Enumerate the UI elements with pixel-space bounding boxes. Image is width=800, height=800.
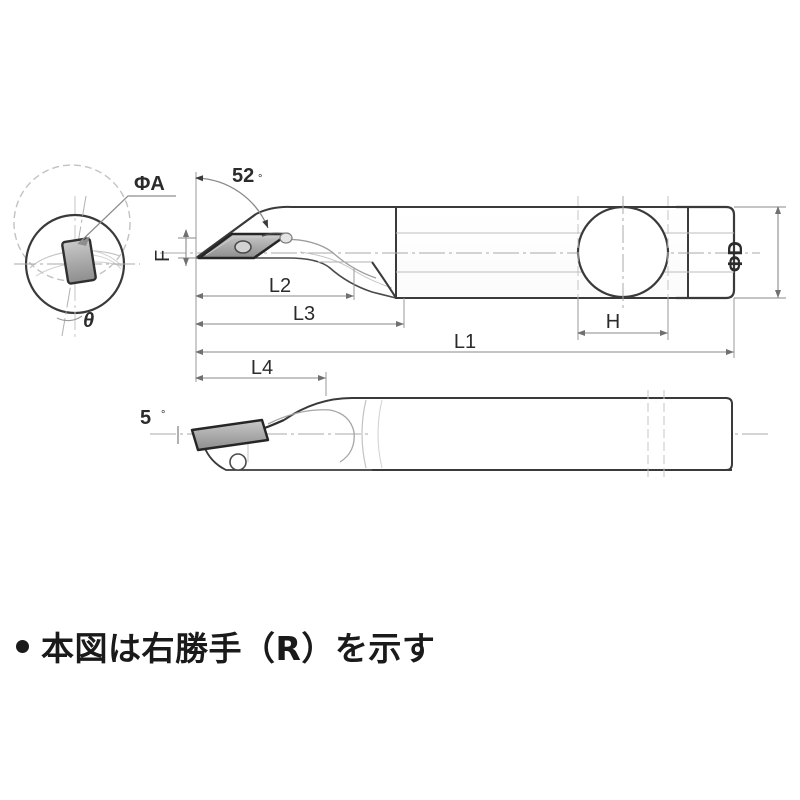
- l4-label: L4: [251, 357, 273, 379]
- side-insert-body: [190, 418, 270, 452]
- angle-52-dimension: 52 °: [195, 165, 269, 258]
- side-view: L4: [140, 352, 768, 478]
- side-head-top-contour: [283, 397, 372, 421]
- h-dimension: H: [577, 298, 669, 340]
- theta-label: θ: [83, 310, 94, 332]
- clamp-screw: [279, 232, 293, 244]
- l3-label: L3: [293, 303, 315, 325]
- detail-circle-view: θ ΦA: [13, 164, 176, 340]
- side-chip-pocket-curve: [267, 409, 355, 463]
- detail-insert: [61, 237, 97, 285]
- bullet-icon: [16, 639, 29, 653]
- f-label: F: [152, 250, 174, 262]
- l3-dimension: L3: [195, 296, 405, 328]
- angle-52-arc: [195, 175, 269, 229]
- insert-inner-edge: [205, 236, 283, 256]
- side-insert: [190, 418, 270, 452]
- l2-label: L2: [269, 275, 291, 297]
- detail-insert-body: [61, 237, 97, 285]
- phi-a-label: ΦA: [134, 173, 165, 195]
- phi-d-dimension: ΦD: [725, 206, 786, 299]
- side-body-transition-arc-2: [377, 399, 383, 469]
- theta-angle-arc: [56, 315, 83, 322]
- phi-a-leader-arrow: [78, 236, 90, 246]
- insert-screw-hole: [234, 240, 252, 254]
- head-relief-curve: [299, 251, 393, 289]
- caption-text: 本図は右勝手（R）を示す: [41, 629, 436, 668]
- angle-5-dimension: 5 °: [140, 407, 179, 444]
- h-label: H: [606, 311, 620, 333]
- phi-a-leader-line: [77, 195, 176, 245]
- l1-label: L1: [454, 331, 476, 353]
- detail-construction-arc-4: [92, 254, 122, 270]
- angle-52-label: 52: [232, 165, 254, 187]
- f-dimension: F: [152, 229, 196, 266]
- top-view: 52 ° F ΦD: [152, 165, 786, 358]
- phi-d-label: ΦD: [725, 241, 747, 272]
- figure-caption: 本図は右勝手（R）を示す: [16, 622, 435, 670]
- head-step-edge: [371, 261, 397, 299]
- side-bar-body: [372, 397, 733, 471]
- angle-5-label: 5: [140, 407, 151, 429]
- l4-dimension: L4: [195, 352, 327, 396]
- side-screw-head: [229, 453, 247, 471]
- side-head-lower-contour: [203, 445, 372, 471]
- l2-dimension: L2: [195, 258, 355, 300]
- l1-dimension: L1: [195, 298, 735, 358]
- angle-5-degree-symbol: °: [161, 409, 165, 421]
- side-body-transition-arc-1: [361, 399, 367, 469]
- head-lower-contour: [196, 257, 397, 299]
- angle-52-degree-symbol: °: [258, 173, 262, 185]
- head-top-edge: [255, 205, 396, 215]
